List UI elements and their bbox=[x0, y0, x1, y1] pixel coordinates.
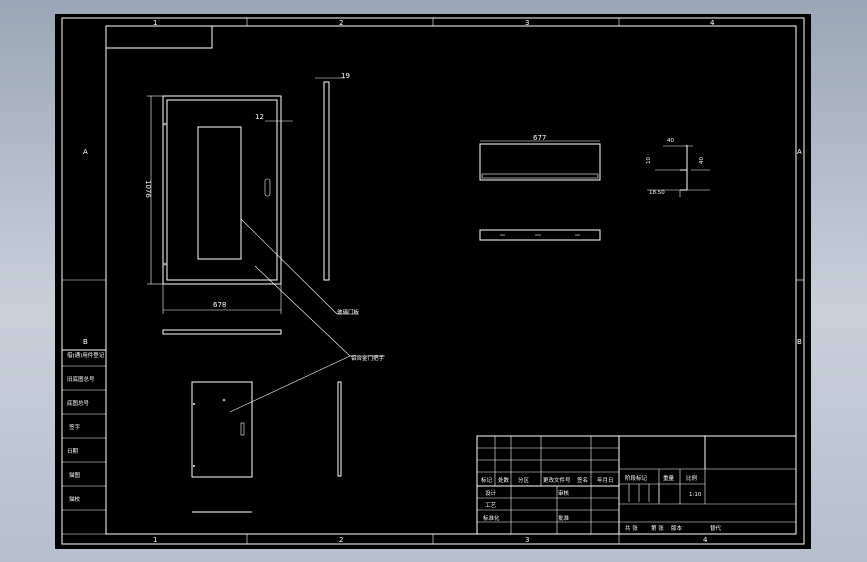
outer-border bbox=[61, 17, 805, 545]
tb-role-4: 批准 bbox=[558, 514, 570, 522]
title-block: 标记 处数 分区 更改文件号 签名 年月日 设计 审核 工艺 标准化 批准 阶段… bbox=[476, 435, 797, 535]
code-box bbox=[105, 25, 213, 49]
left-table-row-3: 签字 bbox=[69, 423, 81, 431]
left-record-table: 借(通)用件登记 旧底图总号 底图总号 签字 日期 描图 描校 bbox=[62, 349, 106, 535]
tb-footer-3: 替代 bbox=[710, 524, 722, 532]
tb-role-2: 工艺 bbox=[485, 502, 497, 509]
left-table-row-1: 旧底图总号 bbox=[67, 375, 95, 383]
tb-stage-header: 阶段标记 bbox=[625, 474, 648, 482]
tb-header-1: 处数 bbox=[498, 476, 510, 484]
door-front-view: 1076 678 12 bbox=[144, 95, 293, 314]
tb-role-3: 标准化 bbox=[483, 514, 500, 522]
zone-bottom-2: 2 bbox=[339, 536, 343, 544]
zone-right-b: B bbox=[797, 338, 802, 346]
tb-weight-header: 重量 bbox=[663, 474, 675, 482]
tb-role-1: 审核 bbox=[558, 489, 570, 497]
tb-scale-value: 1:10 bbox=[689, 492, 702, 498]
shelf-front-view: 677 bbox=[479, 134, 601, 181]
drawing-sheet: 1 2 3 4 1 2 3 4 A B A B 借(通)用件登记 旧底图总号 底… bbox=[55, 14, 811, 549]
zone-top-2: 2 bbox=[339, 19, 343, 27]
zone-right-a: A bbox=[797, 148, 802, 156]
zone-top-1: 1 bbox=[153, 19, 157, 27]
zone-left-a: A bbox=[83, 148, 88, 156]
dim-profile-c: 40 bbox=[699, 157, 705, 164]
dim-panel-thickness: 19 bbox=[341, 72, 350, 80]
tb-scale-header: 比例 bbox=[686, 474, 698, 482]
door-handle-slot bbox=[264, 178, 271, 197]
dim-door-height: 1076 bbox=[144, 180, 152, 198]
dim-profile-d: 18.50 bbox=[649, 190, 665, 196]
dim-profile-a: 40 bbox=[667, 138, 674, 144]
dim-door-width: 678 bbox=[213, 301, 226, 309]
tb-footer-1: 第 张 bbox=[651, 524, 664, 532]
tb-header-4: 签名 bbox=[577, 476, 588, 484]
tb-header-0: 标记 bbox=[481, 476, 493, 484]
left-table-row-5: 描图 bbox=[69, 471, 81, 479]
tb-header-5: 年月日 bbox=[597, 476, 614, 484]
left-table-row-0: 借(通)用件登记 bbox=[67, 351, 105, 359]
zone-bottom-4: 4 bbox=[703, 536, 708, 544]
tb-footer-2: 版本 bbox=[671, 524, 683, 532]
tb-role-0: 设计 bbox=[485, 489, 497, 497]
dim-profile-b: 10 bbox=[646, 157, 652, 164]
cad-drawing: 1 2 3 4 1 2 3 4 A B A B 借(通)用件登记 旧底图总号 底… bbox=[61, 17, 805, 545]
tb-header-3: 更改文件号 bbox=[543, 476, 571, 484]
tb-footer-0: 共 张 bbox=[625, 524, 638, 532]
zone-top-4: 4 bbox=[710, 19, 715, 27]
zone-left-b: B bbox=[83, 338, 88, 346]
door-side-view: 19 bbox=[315, 72, 350, 281]
left-table-row-4: 日期 bbox=[67, 448, 79, 455]
dim-shelf-length: 677 bbox=[533, 134, 546, 142]
shelf-top-view bbox=[479, 229, 601, 241]
left-table-row-2: 底图总号 bbox=[67, 399, 90, 407]
left-table-row-6: 描校 bbox=[69, 495, 81, 503]
zone-bottom-3: 3 bbox=[525, 536, 529, 544]
tb-header-2: 分区 bbox=[518, 476, 530, 484]
zone-bottom-1: 1 bbox=[153, 536, 157, 544]
door-bottom-view bbox=[162, 329, 282, 335]
dim-offset: 12 bbox=[255, 113, 264, 121]
profile-section: 40 10 40 18.50 bbox=[646, 138, 710, 197]
small-door-view bbox=[191, 381, 342, 513]
callout-glass-panel: 玻璃门板 bbox=[337, 308, 360, 316]
zone-top-3: 3 bbox=[525, 19, 529, 27]
callout-handle: 铝合金门把手 bbox=[351, 354, 385, 362]
